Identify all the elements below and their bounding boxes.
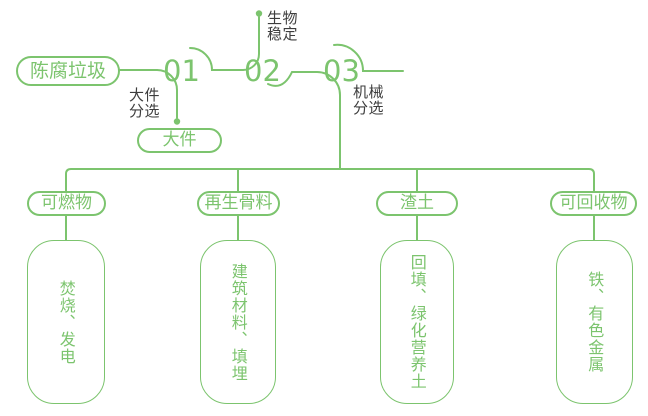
step-label-bio-stabilization: 生物 稳定 (267, 9, 299, 43)
connector-dot-bio (255, 10, 263, 17)
result-text: 回填、绿化营养土 (407, 254, 427, 390)
result-box-recyclable: 铁、有色金属 (556, 240, 633, 404)
result-text: 焚烧、发电 (56, 279, 76, 365)
branch-node-recycled-aggregate: 再生骨料 (197, 191, 280, 216)
step-number-3: 03 (323, 54, 360, 88)
line-01-to-02 (189, 47, 244, 71)
step-number-1: 01 (163, 54, 200, 88)
connector-dot-bulky (173, 118, 181, 125)
step-label-mechanical-sorting: 机械 分选 (353, 83, 385, 117)
hub-rail (65, 168, 595, 192)
line-03-exit (333, 43, 404, 72)
branch-node-recyclable: 可回收物 (550, 191, 637, 216)
branch-node-residue-soil: 渣土 (376, 191, 458, 216)
line-02-to-03 (267, 71, 318, 87)
branch-node-combustible: 可燃物 (27, 191, 106, 216)
bulky-output-node: 大件 (137, 128, 222, 153)
source-node: 陈腐垃圾 (16, 56, 120, 86)
result-text: 铁、有色金属 (585, 271, 605, 373)
result-box-residue-soil: 回填、绿化营养土 (380, 240, 454, 404)
step-number-2: 02 (244, 54, 281, 88)
result-text: 建筑材料、填埋 (228, 262, 248, 382)
line-branch-bulky (156, 69, 178, 119)
line-branch-bio (242, 16, 260, 71)
result-box-combustible: 焚烧、发电 (27, 240, 105, 404)
result-box-recycled-aggregate: 建筑材料、填埋 (200, 240, 276, 404)
line-branch-mechanical (316, 71, 341, 170)
step-label-bulky-sorting: 大件 分选 (129, 86, 161, 120)
